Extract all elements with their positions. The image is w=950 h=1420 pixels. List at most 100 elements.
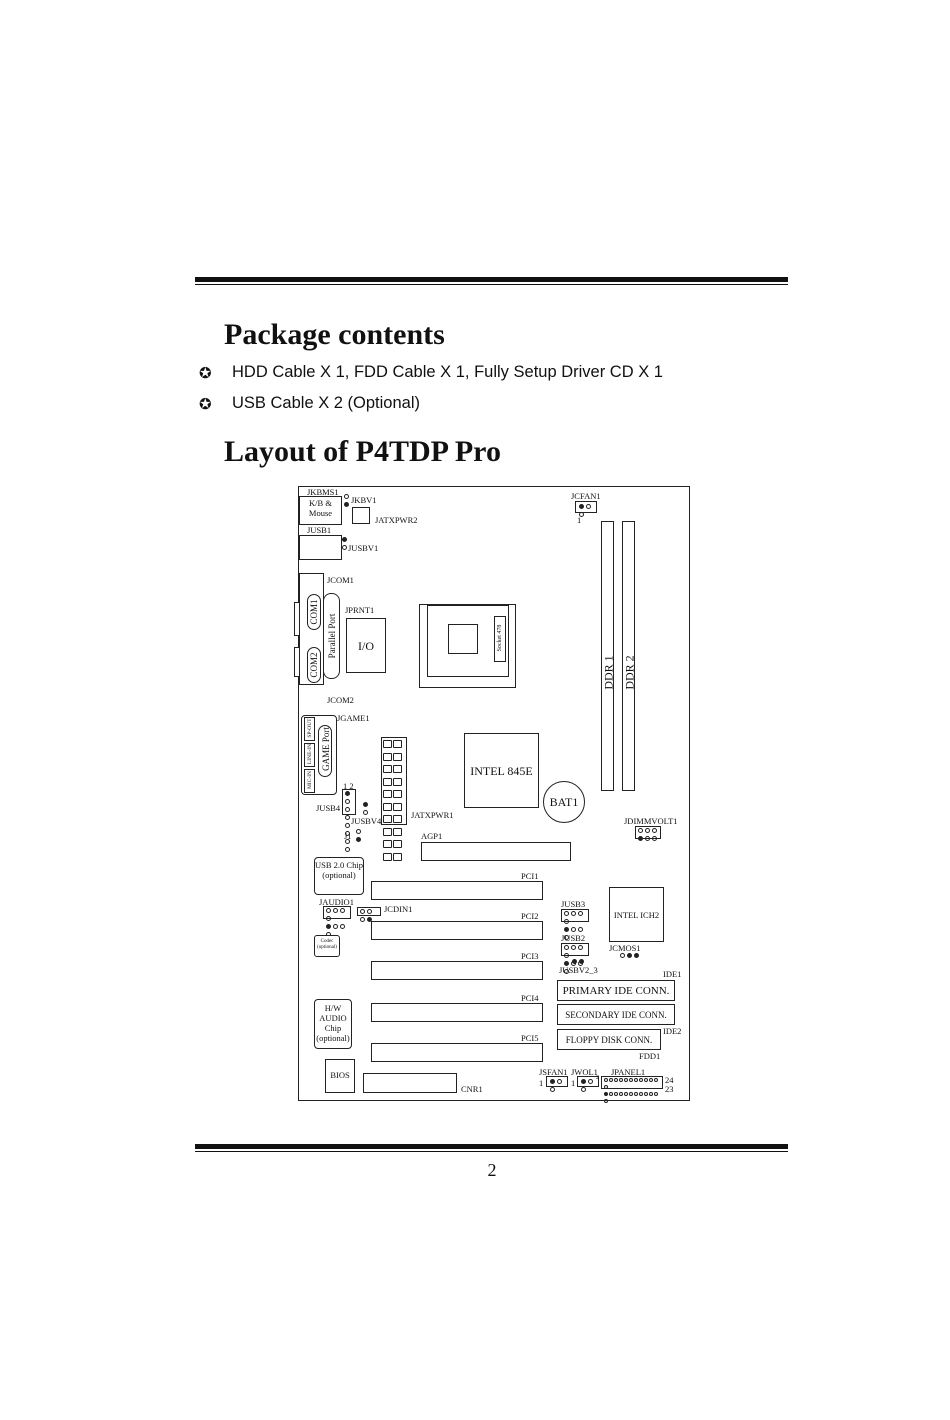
- io-chip: I/O: [346, 618, 386, 673]
- com2-flange: [294, 647, 300, 677]
- label-jsfan1-pin1: 1: [539, 1078, 544, 1088]
- cpu-socket: Socket 478: [427, 605, 509, 677]
- usb-chip: USB 2.0 Chip (optional): [314, 857, 364, 895]
- label-micin: MIC-IN: [307, 770, 313, 790]
- label-jcfan1: JCFAN1: [571, 491, 601, 501]
- jusbv4-pins: [362, 802, 369, 818]
- micin-jack: MIC-IN: [304, 769, 315, 793]
- jcdin1-header: [357, 907, 381, 922]
- jcmos1-pins: [619, 953, 640, 961]
- bullet-icon: ✪: [199, 395, 212, 413]
- label-jpanel1-pin2: 2: [596, 1075, 599, 1081]
- bullet-text: USB Cable X 2 (Optional): [232, 394, 421, 412]
- label-jcdin1: JCDIN1: [384, 904, 413, 914]
- primary-ide-connector: PRIMARY IDE CONN.: [557, 980, 675, 1001]
- label-jusbv4: JUSBV4: [351, 816, 382, 826]
- label-com1: COM1: [309, 599, 319, 625]
- label-jdimmvolt1: JDIMMVOLT1: [624, 816, 678, 826]
- southbridge-chip: INTEL ICH2: [609, 887, 664, 942]
- jatxpwr1-pins: [383, 740, 402, 865]
- label-jusb4-pins: 1 2: [343, 781, 354, 791]
- label-linein: LINE-IN: [307, 743, 313, 765]
- label-jprnt1: JPRNT1: [345, 605, 375, 615]
- jusb2-header: [561, 943, 589, 974]
- label-jpanel1-pin24: 24: [665, 1075, 674, 1085]
- jkbv1-pins: [343, 494, 350, 510]
- label-intel-ich2: INTEL ICH2: [613, 910, 660, 920]
- label-jaudio1: JAUDIO1: [319, 897, 354, 907]
- pci2-slot: [371, 921, 543, 940]
- jatxpwr1-connector: [381, 737, 407, 861]
- label-ide2: IDE2: [663, 1026, 682, 1036]
- label-jwol1: JWOL1: [571, 1067, 598, 1077]
- label-pci5: PCI5: [521, 1033, 539, 1043]
- label-pci2: PCI2: [521, 911, 539, 921]
- motherboard-layout-diagram: JKBMS1 K/B & Mouse JKBV1 JATXPWR2 JUSB1 …: [294, 486, 690, 1103]
- label-intel845e: INTEL 845E: [470, 764, 533, 778]
- parallel-port: Parallel Port: [323, 593, 340, 679]
- label-jusb3: JUSB3: [561, 899, 586, 909]
- jusb3-header: [561, 909, 589, 940]
- ddr2-slot: DDR 2: [622, 521, 637, 791]
- northbridge-chip: INTEL 845E: [464, 733, 539, 808]
- jsfan1-connector: [546, 1076, 568, 1092]
- com1-flange: [294, 602, 300, 636]
- usb-port: [299, 535, 342, 560]
- pci4-slot: [371, 1003, 543, 1022]
- label-pci4: PCI4: [521, 993, 539, 1003]
- label-jusbv2-3: JUSBV2_3: [559, 965, 598, 975]
- jpanel1-header: [601, 1076, 663, 1103]
- jatxpwr2-connector: [352, 507, 370, 524]
- label-jcmos1: JCMOS1: [609, 943, 641, 953]
- com2-port: COM2: [307, 647, 321, 683]
- pci1-slot: [371, 881, 543, 900]
- label-ddr1: DDR 1: [601, 655, 616, 690]
- label-io: I/O: [358, 639, 374, 653]
- label-primary-ide: PRIMARY IDE CONN.: [562, 985, 670, 997]
- label-ide1: IDE1: [663, 969, 682, 979]
- battery: BAT1: [543, 781, 585, 823]
- agp-slot: [421, 842, 571, 861]
- bullet-text: HDD Cable X 1, FDD Cable X 1, Fully Setu…: [232, 363, 663, 381]
- secondary-ide-connector: SECONDARY IDE CONN.: [557, 1004, 675, 1025]
- label-parallel-port: Parallel Port: [327, 613, 337, 659]
- label-jusb4: JUSB4: [316, 803, 341, 813]
- jwol1-connector: [577, 1076, 599, 1092]
- label-ddr2: DDR 2: [622, 655, 637, 690]
- label-jatxpwr2: JATXPWR2: [375, 515, 418, 525]
- kb-mouse-port: K/B & Mouse: [299, 496, 342, 525]
- socket-lever: Socket 478: [494, 616, 506, 662]
- jusbv1-pins: [341, 537, 348, 553]
- com1-port: COM1: [307, 594, 321, 630]
- label-jkbv1: JKBV1: [351, 495, 377, 505]
- heading-layout: Layout of P4TDP Pro: [224, 435, 501, 468]
- spdout-jack: SP-OUT: [304, 717, 315, 741]
- j1-pins: [355, 829, 362, 845]
- label-codec: Codec (optional): [317, 939, 337, 950]
- footer-rule-thin: [195, 1151, 788, 1152]
- label-bios: BIOS: [330, 1070, 350, 1080]
- jusb4-header: [342, 789, 356, 852]
- label-bat1: BAT1: [549, 795, 579, 809]
- label-secondary-ide: SECONDARY IDE CONN.: [565, 1010, 667, 1020]
- label-j1: J1: [344, 831, 352, 841]
- label-kb-mouse: K/B & Mouse: [308, 498, 333, 518]
- ddr1-slot: DDR 1: [601, 521, 616, 791]
- label-jsfan1: JSFAN1: [539, 1067, 568, 1077]
- label-jcom1: JCOM1: [327, 575, 354, 585]
- cpu-die: [448, 624, 478, 654]
- pci5-slot: [371, 1043, 543, 1062]
- label-jpanel1: JPANEL1: [611, 1067, 646, 1077]
- label-agp1: AGP1: [421, 831, 443, 841]
- label-pin1: 1: [577, 515, 582, 525]
- label-jusb1: JUSB1: [307, 525, 332, 535]
- bios-chip: BIOS: [325, 1059, 355, 1093]
- jdimmvolt1-header: [635, 826, 661, 841]
- label-game-port: GAME Port: [321, 727, 331, 771]
- linein-jack: LINE-IN: [304, 743, 315, 767]
- label-jusb2: JUSB2: [561, 933, 586, 943]
- label-jusbv1: JUSBV1: [348, 543, 379, 553]
- label-jwol1-pin1: 1: [571, 1078, 576, 1088]
- label-jgame1: JGAME1: [337, 713, 370, 723]
- codec-chip: Codec (optional): [314, 935, 340, 957]
